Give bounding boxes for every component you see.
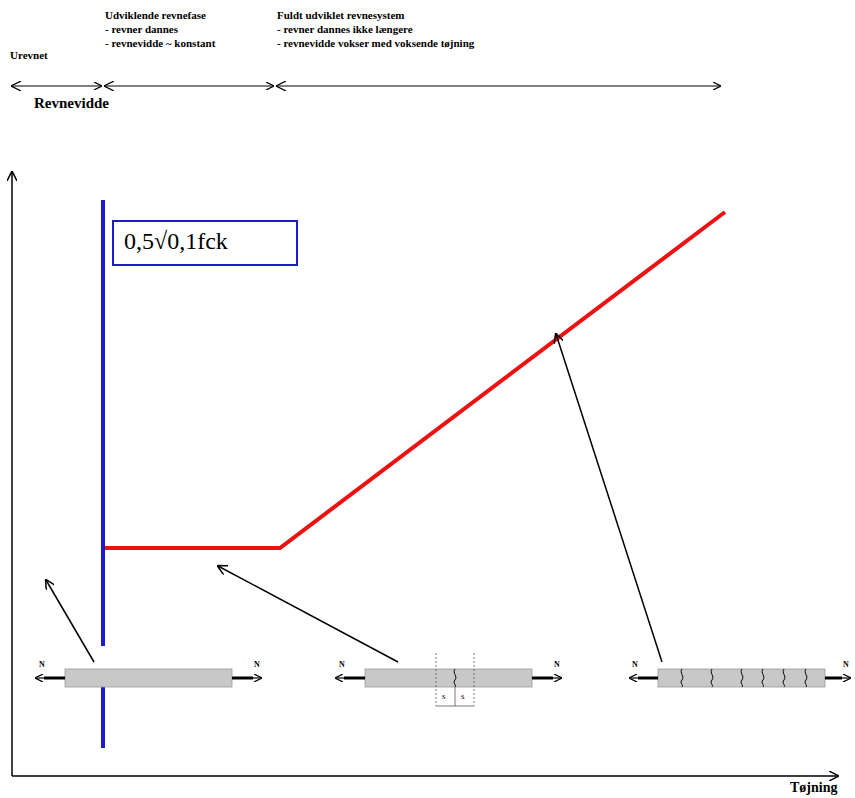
phase-note: - revner dannes [105,23,178,35]
uncracked-bar [36,669,261,687]
force-label: N [554,661,560,670]
formula-box: 0,5√0,1fck [112,220,298,266]
phase-heading: Urevnet [10,49,48,61]
crack-width-curve [105,212,725,548]
crack-stroke [783,669,785,687]
force-label: N [254,661,260,670]
range-arrows [12,86,720,87]
fully-cracked-bar [630,669,850,687]
formula-text: 0,5√0,1fck [124,228,286,255]
crack-stroke [711,669,713,687]
force-label: N [39,661,45,670]
axes [12,172,838,776]
phase-note: - revner dannes ikke længere [277,23,413,35]
crack-stroke [741,669,743,687]
leader-arrows [46,334,662,662]
single-crack-bar [336,653,561,706]
phase-heading: Udviklende revnefase [105,9,206,21]
phase-note: - revnevidde ~ konstant [105,37,215,49]
force-label: N [339,661,345,670]
axis-label: Revnevidde [34,95,109,112]
force-label: N [843,661,849,670]
axis-label: Tøjning [790,780,837,795]
phase-heading: Fuldt udviklet revnesystem [277,9,405,21]
phase-note: - revnevidde vokser med voksende tøjning [277,37,474,49]
spacing-label: s [442,692,446,702]
cracking-strain-line [101,200,105,748]
crack-stroke [681,669,683,687]
spacing-label: s [461,692,465,702]
crack-stroke [805,669,807,687]
crack-stroke [762,669,764,687]
force-label: N [632,661,638,670]
